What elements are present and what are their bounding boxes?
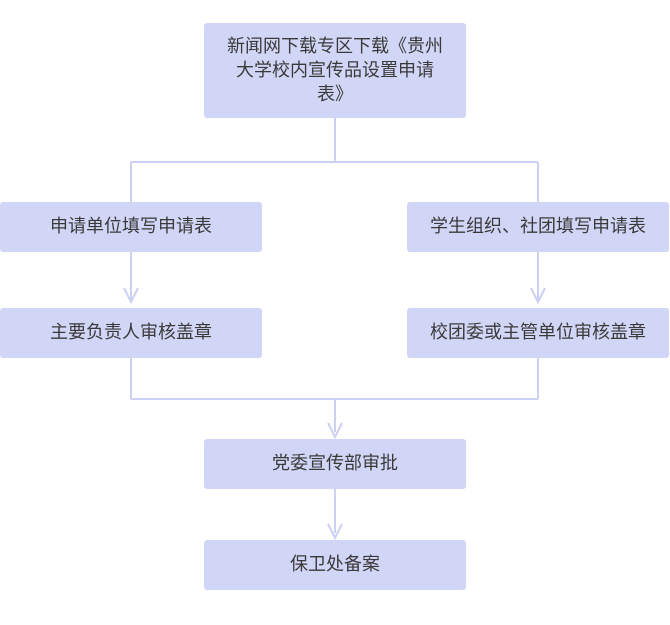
node-student-fill-form-text: 学生组织、社团填写申请表 xyxy=(430,216,646,237)
node-download-form-text: 新闻网下载专区下载《贵州大学校内宣传品设置申请表》 xyxy=(227,35,443,105)
node-league-review: 校团委或主管单位审核盖章 xyxy=(407,308,669,358)
node-student-fill-form: 学生组织、社团填写申请表 xyxy=(407,202,669,252)
arrow-head-security xyxy=(327,523,343,541)
node-party-approval: 党委宣传部审批 xyxy=(204,439,466,489)
node-league-review-text: 校团委或主管单位审核盖章 xyxy=(430,322,646,343)
node-head-review-text: 主要负责人审核盖章 xyxy=(50,322,212,343)
node-security-record: 保卫处备案 xyxy=(204,540,466,590)
node-download-form: 新闻网下载专区下载《贵州大学校内宣传品设置申请表》 xyxy=(204,23,466,118)
node-unit-fill-form-text: 申请单位填写申请表 xyxy=(50,216,212,237)
arrow-head-left-approve xyxy=(123,287,139,305)
arrow-head-party xyxy=(327,422,343,440)
node-security-record-text: 保卫处备案 xyxy=(290,554,380,575)
arrow-head-right-approve xyxy=(530,287,546,305)
node-party-approval-text: 党委宣传部审批 xyxy=(272,453,398,474)
node-unit-fill-form: 申请单位填写申请表 xyxy=(0,202,262,252)
node-head-review: 主要负责人审核盖章 xyxy=(0,308,262,358)
